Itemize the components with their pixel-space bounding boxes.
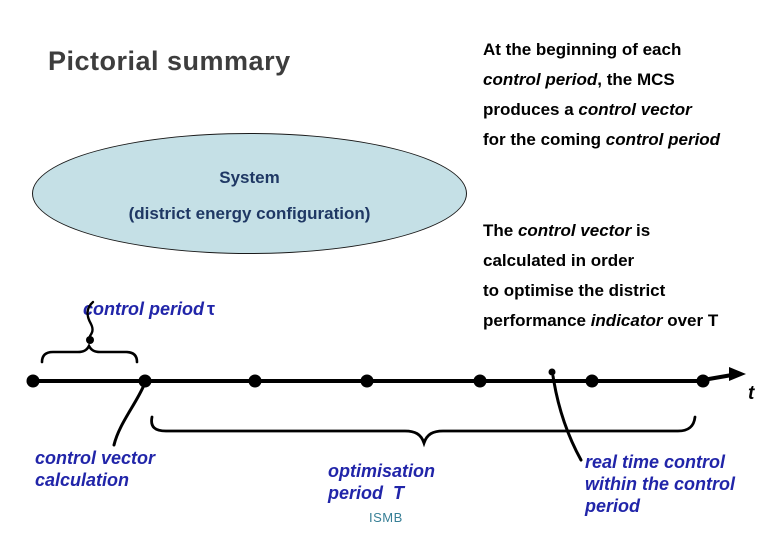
text-segment: over T [662, 311, 719, 330]
text-segment-italic: control period [605, 130, 721, 149]
connector-curve-left [112, 383, 146, 447]
paragraph-line: for the coming control period [483, 125, 780, 155]
pointer-dot [86, 336, 94, 344]
time-axis-label: t [748, 383, 755, 404]
label-line: optimisation [328, 461, 435, 481]
timeline-dot [26, 374, 40, 388]
text-segment: At the beginning of each [483, 40, 682, 59]
system-ellipse: System (district energy configuration) [32, 133, 467, 254]
timeline-dot [248, 374, 262, 388]
footer-logo-text: ISMB [369, 510, 403, 525]
label-line: period T [328, 483, 404, 503]
system-label: System [219, 168, 280, 187]
text-segment: The [483, 221, 518, 240]
text-segment-italic: control vector [578, 100, 692, 119]
text-segment-italic: control period [483, 70, 598, 89]
paragraph-line: The control vector is [483, 216, 780, 246]
connector-curve-right [551, 374, 583, 462]
control-period-text: control period [83, 299, 205, 319]
timeline-dot [473, 374, 487, 388]
paragraph-line: calculated in order [483, 246, 780, 276]
mid-right-paragraph: The control vector is calculated in orde… [483, 216, 780, 336]
top-right-paragraph: At the beginning of each control period,… [483, 35, 780, 155]
label-line: real time control [585, 452, 726, 472]
label-line: control vector [35, 448, 156, 468]
paragraph-line: to optimise the district [483, 276, 780, 306]
text-segment: , the MCS [597, 70, 675, 89]
text-segment: performance [483, 311, 591, 330]
text-segment-italic: indicator [590, 311, 663, 330]
optimisation-period-label: optimisation period T [328, 460, 435, 504]
real-time-control-label: real time control within the control per… [585, 451, 735, 517]
timeline-dot [585, 374, 599, 388]
text-segment: for the coming [483, 130, 606, 149]
paragraph-line: performance indicator over T [483, 306, 780, 336]
system-sublabel: (district energy configuration) [128, 204, 371, 223]
text-segment-italic: control vector [517, 221, 632, 240]
tau-symbol: τ [207, 299, 216, 319]
text-segment: produces a [483, 100, 579, 119]
optimisation-period-brace [150, 415, 697, 448]
text-segment: to optimise the district [483, 281, 666, 300]
text-segment: is [631, 221, 651, 240]
label-line: within the control [585, 474, 735, 494]
paragraph-line: At the beginning of each [483, 35, 780, 65]
timeline-dot [696, 374, 710, 388]
control-vector-calculation-label: control vector calculation [35, 447, 155, 491]
arrowhead-icon [729, 367, 746, 381]
timeline-dot [360, 374, 374, 388]
paragraph-line: produces a control vector [483, 95, 780, 125]
timeline-dot [138, 374, 152, 388]
timeline-small-dot [548, 368, 556, 376]
page-title: Pictorial summary [48, 46, 291, 76]
paragraph-line: control period, the MCS [483, 65, 780, 95]
label-line: period [585, 496, 641, 516]
label-pointer-curve [86, 300, 95, 338]
label-line: calculation [35, 470, 130, 490]
text-segment: calculated in order [483, 251, 635, 270]
control-period-brace [40, 343, 139, 364]
